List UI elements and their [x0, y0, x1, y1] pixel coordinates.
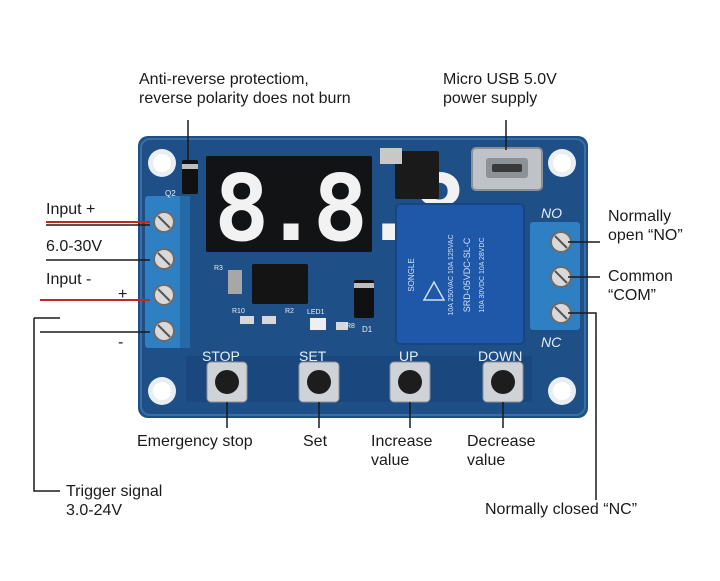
normally-open-line-2: open “NO”: [608, 227, 683, 244]
common-line-1: Common: [608, 268, 673, 285]
increase-line-2: value: [371, 452, 410, 469]
button-silk-set: SET: [299, 348, 327, 364]
relay-model: SRD-05VDC-SL-C: [462, 237, 472, 312]
trigger-line-1: Trigger signal: [66, 483, 163, 500]
push-buttons: STOP SET UP DOWN: [202, 348, 524, 403]
silk-r2: R2: [285, 308, 294, 315]
silk-r3: R3: [214, 265, 223, 272]
diode-d1: D1: [354, 280, 374, 334]
relay: SRD-05VDC-SL-C 10A 250VAC 10A 125VAC 10A…: [395, 203, 525, 345]
set-button: [298, 361, 340, 403]
input-minus-label: Input -: [46, 271, 92, 288]
input-terminal-block: [145, 196, 190, 348]
set-label: Set: [303, 433, 328, 450]
relay-rating-2: 10A 30VDC 10A 28VDC: [479, 237, 486, 312]
plus-mark: +: [118, 286, 128, 303]
common-label: Common “COM”: [608, 267, 673, 305]
emergency-stop-label: Emergency stop: [137, 433, 253, 450]
common-line-2: “COM”: [608, 287, 656, 304]
anti-reverse-label: Anti-reverse protectiom, reverse polarit…: [139, 70, 351, 108]
minus-mark: -: [118, 334, 124, 351]
button-silk-stop: STOP: [202, 348, 240, 364]
stop-button: [206, 361, 248, 403]
terminal-label-nc: NC: [541, 334, 562, 350]
decrease-line-2: value: [467, 452, 506, 469]
usb-line-1: Micro USB 5.0V: [443, 71, 557, 88]
normally-open-line-1: Normally: [608, 208, 672, 225]
voltage-label: 6.0-30V: [46, 238, 103, 255]
trigger-label: Trigger signal 3.0-24V: [66, 482, 162, 520]
microcontroller-chip: R3: [214, 264, 308, 304]
increase-line-1: Increase: [371, 433, 433, 450]
silk-r8: R8: [346, 323, 355, 330]
button-silk-down: DOWN: [478, 348, 522, 364]
increase-label: Increase value: [371, 432, 432, 470]
silk-r10: R10: [232, 308, 245, 315]
up-button: [389, 361, 431, 403]
trigger-line-2: 3.0-24V: [66, 502, 123, 519]
input-plus-label: Input +: [46, 201, 96, 218]
silk-q2: Q2: [165, 189, 176, 198]
smd-components: R10 R2 LED1 R8: [232, 308, 355, 330]
button-silk-up: UP: [399, 348, 418, 364]
mounting-holes: [148, 149, 576, 405]
relay-terminal-block: NO NC: [530, 205, 580, 350]
normally-closed-label: Normally closed “NC”: [485, 501, 638, 518]
silk-d1: D1: [362, 325, 373, 334]
silk-led1: LED1: [307, 309, 325, 316]
anti-reverse-line-1: Anti-reverse protectiom,: [139, 71, 309, 88]
relay-brand: SONGLE: [407, 258, 416, 291]
usb-line-2: power supply: [443, 90, 538, 107]
micro-usb-port: [471, 147, 543, 191]
callout-lines: [33, 120, 600, 500]
down-button: [482, 361, 524, 403]
red-wires: [40, 221, 150, 301]
anti-reverse-line-2: reverse polarity does not burn: [139, 90, 351, 107]
relay-rating-1: 10A 250VAC 10A 125VAC: [448, 234, 455, 315]
normally-open-label: Normally open “NO”: [608, 207, 683, 245]
decrease-label: Decrease value: [467, 432, 535, 470]
decrease-line-1: Decrease: [467, 433, 536, 450]
terminal-label-no: NO: [541, 205, 562, 221]
protection-diode: Q2: [165, 160, 198, 198]
usb-label: Micro USB 5.0V power supply: [443, 70, 557, 108]
